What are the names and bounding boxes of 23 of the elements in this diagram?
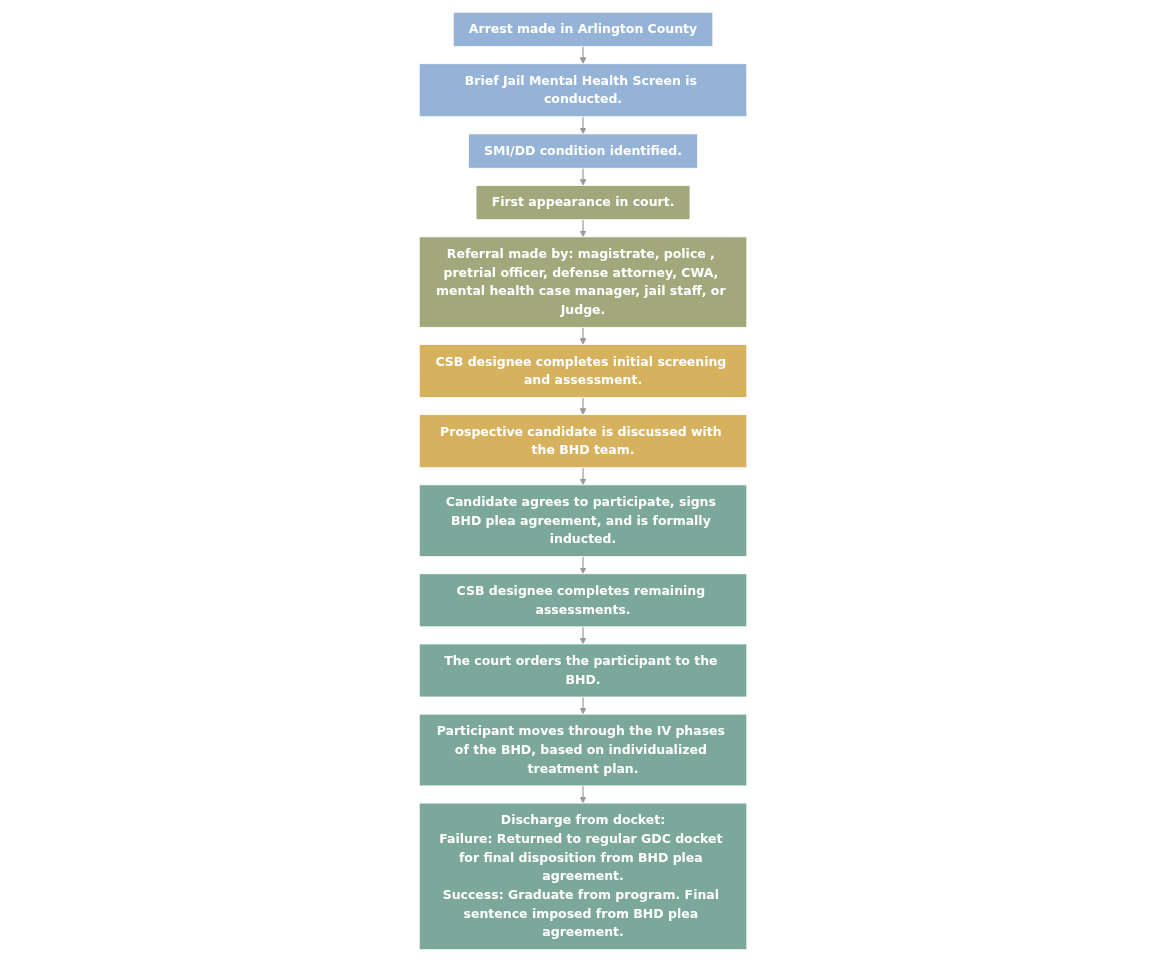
arrow <box>579 467 587 486</box>
node-box: The court orders the participant to the BHD. <box>418 643 748 698</box>
node-box: First appearance in court. <box>475 185 691 221</box>
node-box: Participant moves through the IV phases of the BHD, based on individualized treatment plan. <box>418 713 748 787</box>
node-box: SMI/DD condition identified. <box>468 133 698 169</box>
arrow <box>579 556 587 575</box>
arrow <box>579 396 587 415</box>
node-box: CSB designee completes initial screening and assessment. <box>418 344 748 398</box>
node-box: Prospective candidate is discussed with the BHD team. <box>418 414 748 469</box>
arrow <box>579 785 587 804</box>
arrow <box>579 116 587 135</box>
node-box: Brief Jail Mental Health Screen is conducted. <box>418 63 748 118</box>
node-box: Referral made by: magistrate, police , pretrial officer, defense attorney, CWA, mental health case manager, jail staff, or Judge. <box>418 236 748 328</box>
arrow <box>579 46 587 65</box>
arrow <box>579 326 587 345</box>
node-box: Candidate agrees to participate, signs BHD plea agreement, and is formally inducted. <box>418 484 748 558</box>
arrow <box>579 696 587 715</box>
arrow <box>579 626 587 645</box>
arrow <box>579 167 587 186</box>
node-box: Arrest made in Arlington County <box>452 11 714 47</box>
arrow <box>579 219 587 238</box>
node-box: CSB designee completes remaining assessments. <box>418 573 748 628</box>
node-box: Discharge from docket: Failure: Returned to regular GDC docket for final disposition from BHD plea agreement. Success: Graduate from program. Final sentence imposed from BHD plea agreement. <box>418 802 748 951</box>
